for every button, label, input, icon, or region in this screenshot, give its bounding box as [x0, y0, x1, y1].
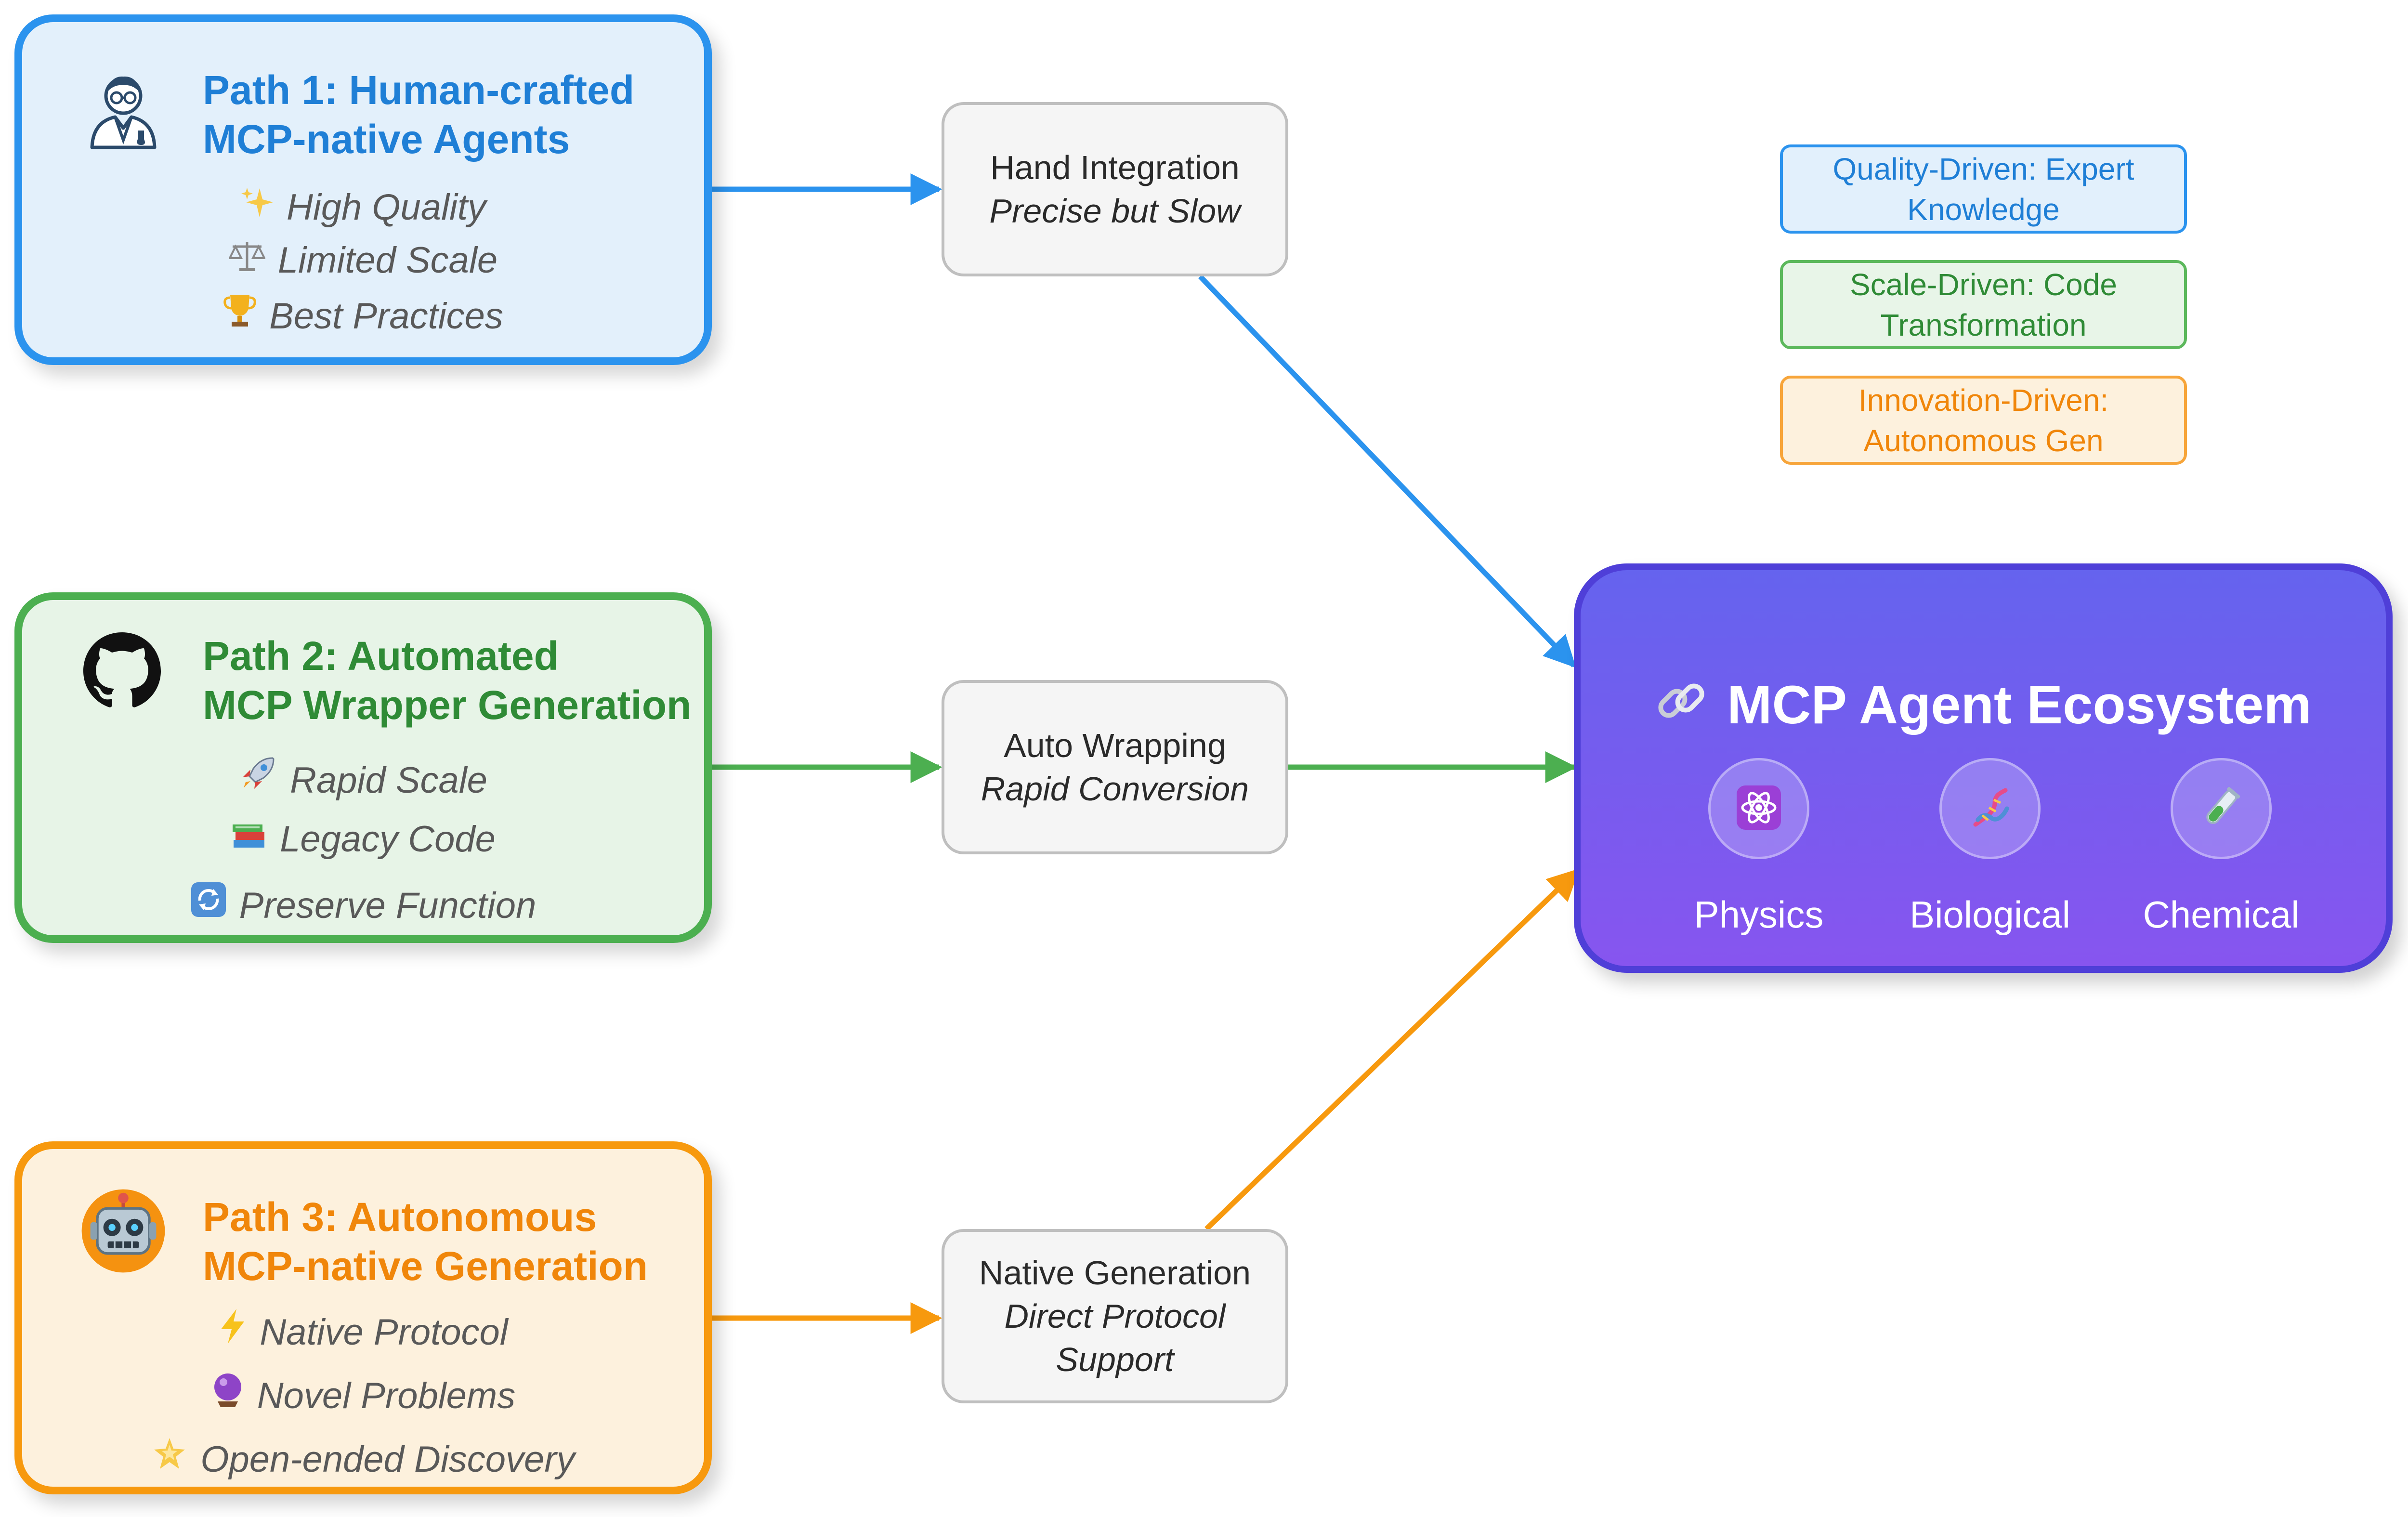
ecosystem-title: MCP Agent Ecosystem	[1581, 674, 2386, 740]
github-icon	[80, 629, 164, 716]
step-title: Hand Integration	[990, 149, 1240, 186]
arrow-native-generation-to-ecosystem	[1204, 868, 1580, 1231]
step-title: Native Generation	[979, 1254, 1251, 1292]
step-auto-wrapping: Auto Wrapping Rapid Conversion	[942, 680, 1288, 854]
legend-innovation-driven: Innovation-Driven: Autonomous Gen	[1780, 376, 2187, 465]
step-subtitle: Direct Protocol Support	[1004, 1297, 1226, 1378]
legend-scale-driven: Scale-Driven: Code Transformation	[1780, 260, 2187, 349]
path-2-title: Path 2: Automated MCP Wrapper Generation	[203, 633, 692, 728]
step-subtitle: Rapid Conversion	[981, 770, 1249, 808]
domain-physics: Physics	[1662, 758, 1855, 937]
path-1-box: Path 1: Human-crafted MCP-native Agents …	[14, 14, 712, 365]
dna-icon	[1966, 784, 2014, 834]
domain-icon-circle	[1939, 758, 2041, 859]
path-2-feature-1: Rapid Scale	[22, 754, 704, 801]
domain-icon-circle	[1708, 758, 1809, 859]
crystal-ball-icon	[211, 1372, 245, 1417]
path-2-box: Path 2: Automated MCP Wrapper Generation…	[14, 592, 712, 943]
path-2-feature-3: Preserve Function	[22, 881, 704, 927]
step-title: Auto Wrapping	[1004, 727, 1226, 764]
step-subtitle: Precise but Slow	[989, 192, 1241, 230]
domain-biological: Biological	[1894, 758, 2086, 937]
path-3-feature-1: Native Protocol	[22, 1308, 704, 1353]
lightning-icon	[218, 1308, 247, 1353]
path-1-feature-2: Limited Scale	[22, 239, 704, 281]
step-native-generation: Native Generation Direct Protocol Suppor…	[942, 1229, 1288, 1403]
trophy-icon	[223, 292, 257, 337]
legend-quality-driven: Quality-Driven: Expert Knowledge	[1780, 144, 2187, 234]
glowing-star-icon	[151, 1435, 188, 1480]
domain-label: Physics	[1694, 893, 1824, 936]
domain-label: Biological	[1910, 893, 2070, 936]
path-3-box: Path 3: Autonomous MCP-native Generation…	[14, 1141, 712, 1494]
path-3-feature-2: Novel Problems	[22, 1372, 704, 1417]
path-1-feature-3: Best Practices	[22, 292, 704, 337]
balance-scale-icon	[228, 239, 266, 281]
path-3-title: Path 3: Autonomous MCP-native Generation	[203, 1194, 648, 1289]
path-1-feature-1: High Quality	[22, 186, 704, 228]
atom-icon	[1735, 784, 1783, 834]
path-3-feature-3: Open-ended Discovery	[22, 1435, 704, 1480]
path-2-feature-2: Legacy Code	[22, 818, 704, 860]
sparkles-icon	[240, 186, 274, 228]
path-1-title: Path 1: Human-crafted MCP-native Agents	[203, 67, 635, 162]
books-icon	[231, 818, 267, 860]
robot-icon	[80, 1188, 167, 1277]
refresh-icon	[190, 881, 227, 927]
link-icon	[1655, 674, 1708, 740]
arrow-hand-integration-to-ecosystem	[1198, 275, 1576, 668]
domain-label: Chemical	[2143, 893, 2300, 936]
mcp-agent-ecosystem-box: MCP Agent Ecosystem Physics Biological C…	[1574, 563, 2393, 973]
rocket-icon	[239, 754, 277, 801]
step-hand-integration: Hand Integration Precise but Slow	[942, 102, 1288, 276]
scientist-icon	[87, 68, 159, 152]
domain-chemical: Chemical	[2125, 758, 2317, 937]
domain-icon-circle	[2171, 758, 2272, 859]
test-tube-icon	[2197, 784, 2245, 834]
